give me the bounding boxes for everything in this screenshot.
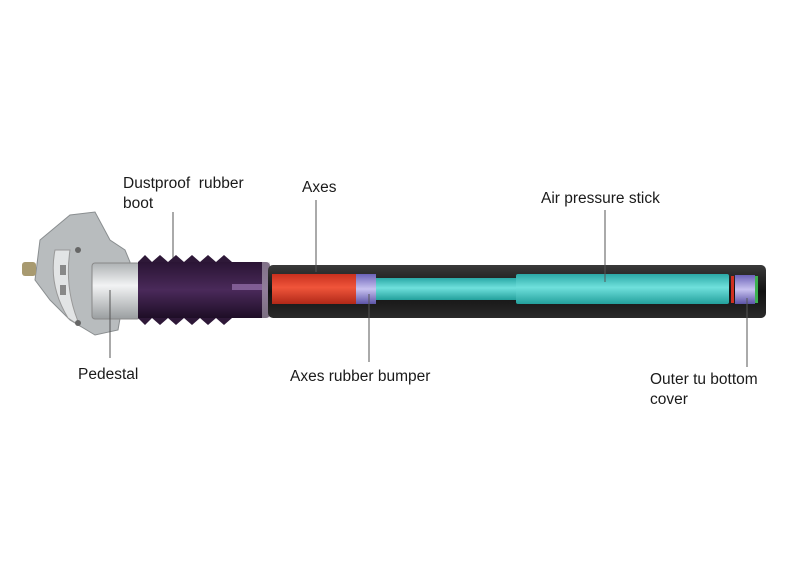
label-pedestal: Pedestal bbox=[78, 366, 138, 383]
label-bottom-cover-line2: cover bbox=[650, 391, 688, 408]
axes-rubber-bumper bbox=[356, 274, 376, 304]
air-pressure-stick bbox=[516, 274, 729, 304]
label-bottom-cover-line1: Outer tu bottom bbox=[650, 371, 758, 388]
label-air-pressure-stick: Air pressure stick bbox=[541, 190, 660, 207]
dustproof-rubber-boot bbox=[138, 255, 270, 325]
label-axes-rubber-bumper: Axes rubber bumper bbox=[290, 368, 430, 385]
piston-rod bbox=[376, 278, 516, 300]
label-boot-line2: boot bbox=[123, 195, 154, 212]
pedestal bbox=[91, 262, 141, 320]
bolt-icon bbox=[22, 262, 36, 276]
label-axes: Axes bbox=[302, 179, 337, 196]
outer-tube-bottom-cover bbox=[731, 275, 758, 304]
axes-rod bbox=[272, 274, 356, 304]
label-boot-line1: Dustproof rubber bbox=[123, 175, 244, 192]
